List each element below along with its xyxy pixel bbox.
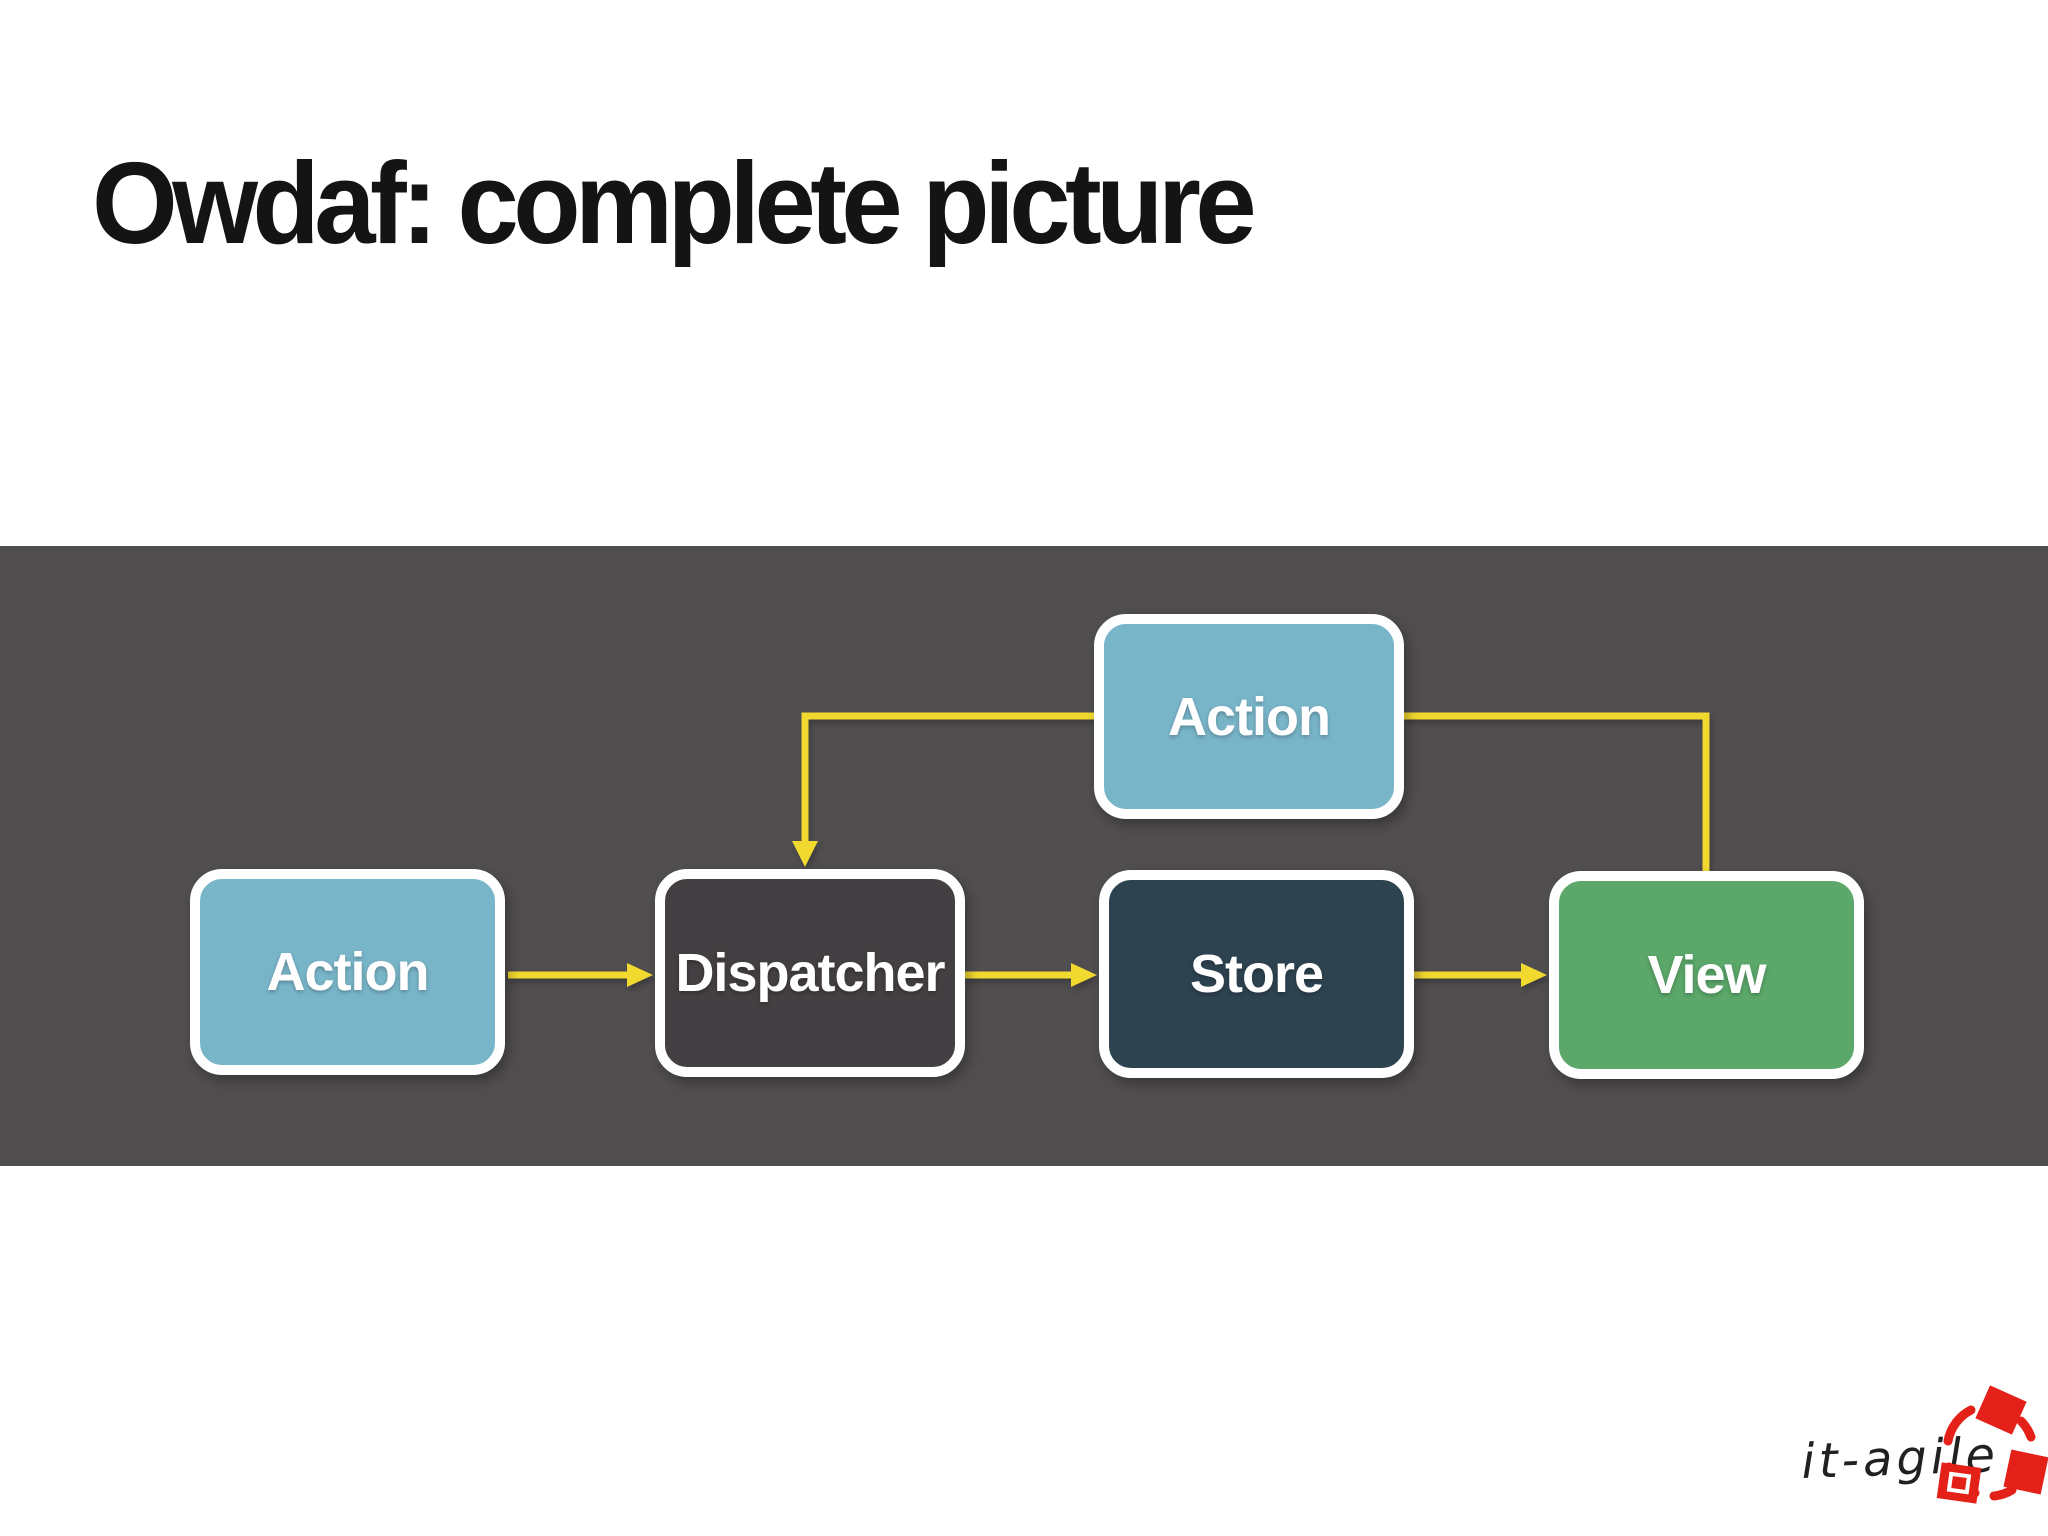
logo-arc-upper-left [1943,1405,1976,1446]
logo-square-bottom-left-inner [1946,1471,1972,1495]
logo-cycle-icon [1936,1385,2048,1504]
node-action-left: Action [190,869,505,1075]
logo-arc-upper-right [2016,1416,2036,1442]
it-agile-logo: it-agile [1800,1385,2048,1504]
node-view-label: View [1647,945,1766,1005]
node-dispatcher: Dispatcher [655,869,965,1077]
node-action-left-label: Action [266,942,430,1002]
node-action-top-label: Action [1168,686,1331,747]
logo-arc-lower-right [1989,1485,2017,1501]
node-view: View [1549,871,1864,1079]
node-store: Store [1099,870,1414,1078]
node-action-top: Action [1094,614,1404,819]
logo-square-bottom-left [1936,1462,1982,1504]
slide-title: Owdaf: complete picture [92,138,1257,268]
node-store-label: Store [1189,944,1324,1004]
node-dispatcher-label: Dispatcher [675,943,945,1003]
logo-square-top [1975,1385,2027,1435]
logo-square-right [2003,1449,2048,1495]
